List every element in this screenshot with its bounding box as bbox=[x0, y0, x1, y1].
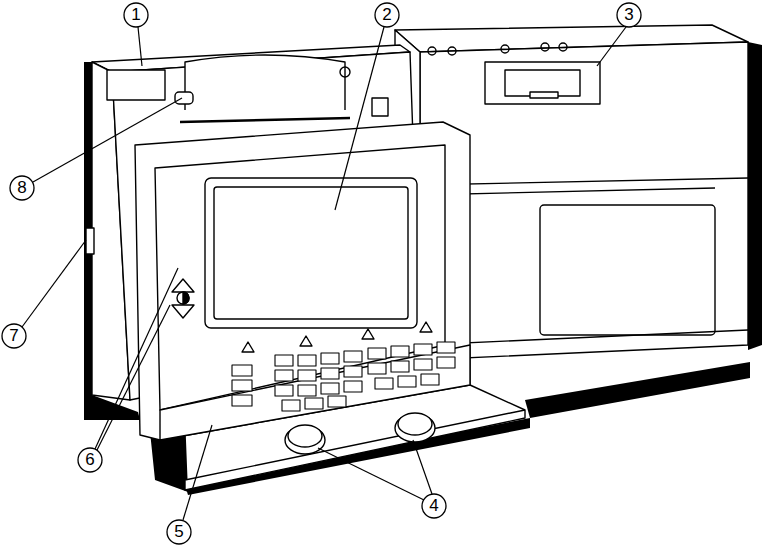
callout-number: 5 bbox=[166, 519, 192, 545]
callout-number: 3 bbox=[616, 2, 642, 28]
callout-number: 7 bbox=[1, 323, 27, 349]
callout-number: 1 bbox=[123, 2, 149, 28]
callout-number: 8 bbox=[9, 175, 35, 201]
callout-number: 4 bbox=[421, 493, 447, 519]
callout-number: 2 bbox=[374, 2, 400, 28]
callout-number: 6 bbox=[77, 447, 103, 473]
